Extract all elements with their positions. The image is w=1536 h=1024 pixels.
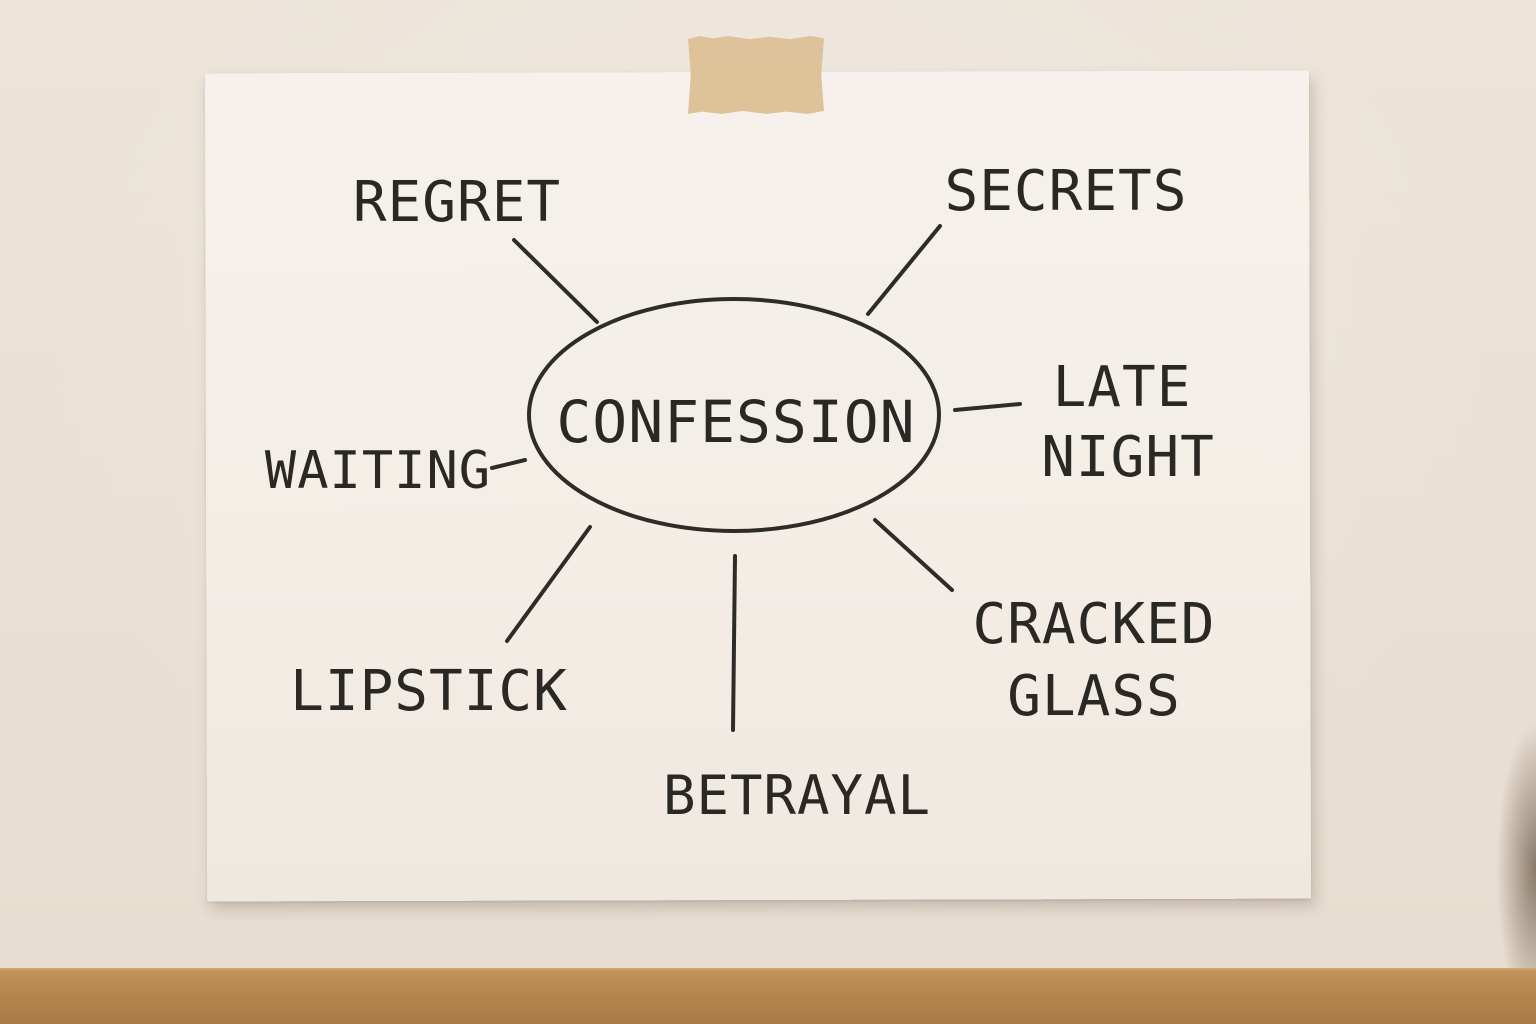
connector-cracked-glass (873, 518, 954, 592)
masking-tape (688, 36, 824, 114)
connector-betrayal (731, 554, 737, 732)
label-regret: REGRET (353, 170, 561, 235)
connector-late-night (953, 402, 1022, 412)
label-waiting: WAITING (265, 441, 491, 501)
label-glass: GLASS (1007, 664, 1181, 729)
connector-regret (512, 238, 599, 324)
center-ellipse (527, 297, 941, 533)
wooden-shelf (0, 968, 1536, 1024)
label-secrets: SECRETS (944, 159, 1187, 224)
label-night: NIGHT (1041, 425, 1215, 490)
connector-secrets (866, 224, 942, 316)
connector-waiting (490, 458, 527, 470)
label-cracked: CRACKED (972, 592, 1215, 657)
label-lipstick: LIPSTICK (290, 659, 568, 724)
center-label: CONFESSION (556, 388, 915, 456)
corner-shadow (1496, 720, 1536, 970)
connector-lipstick (505, 525, 592, 643)
label-late: LATE (1053, 355, 1192, 420)
label-betrayal: BETRAYAL (663, 764, 931, 827)
